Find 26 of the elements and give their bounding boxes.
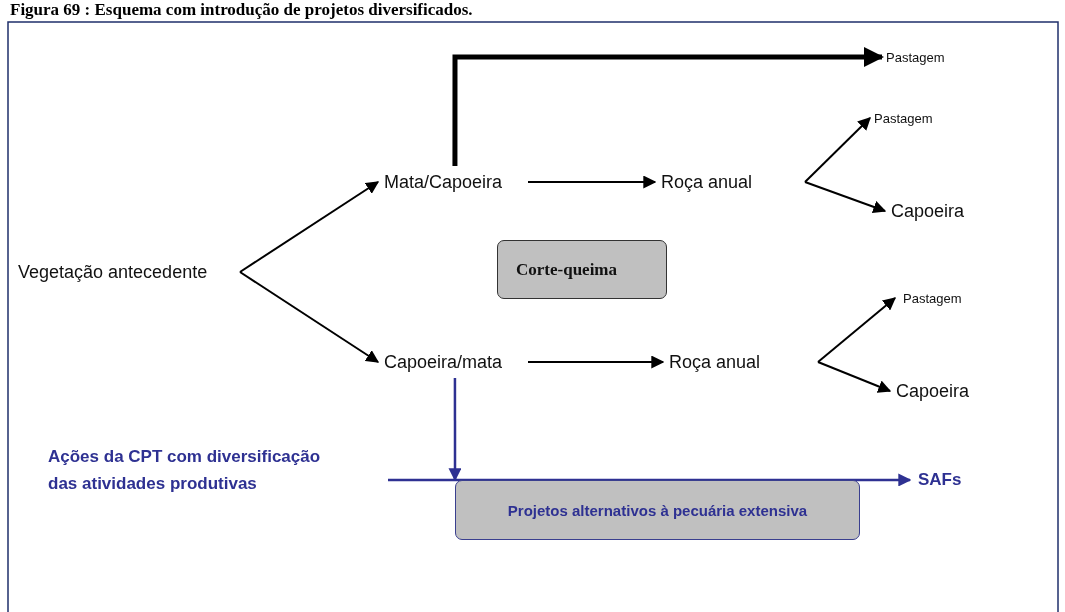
- arrow: [817, 361, 892, 393]
- node-text: Mata/Capoeira: [384, 171, 503, 193]
- arrow: [388, 473, 912, 487]
- node-text: Capoeira: [891, 200, 965, 222]
- node-text: Pastagem: [874, 110, 933, 126]
- node-text: Pastagem: [903, 290, 962, 306]
- node-text: Roça anual: [669, 351, 761, 373]
- node-text: Vegetação antecedente: [18, 261, 208, 283]
- arrow: [804, 117, 871, 183]
- arrow: [448, 378, 462, 482]
- node-text: SAFs: [918, 470, 962, 490]
- node-text: Pastagem: [886, 49, 945, 65]
- arrow: [239, 271, 380, 363]
- annotation-text: Ações da CPT com diversificação das atividades produtivas: [48, 445, 322, 495]
- arrow: [817, 297, 896, 363]
- process-box: Projetos alternativos à pecuária extensiva: [455, 480, 860, 540]
- node-text: Capoeira: [896, 380, 970, 402]
- arrow: [239, 181, 380, 273]
- arrow: [804, 181, 887, 214]
- node-text: Roça anual: [661, 171, 753, 193]
- figure-title: Figura 69 : Esquema com introdução de projetos diversificados.: [10, 0, 473, 20]
- arrow: [527, 175, 657, 189]
- arrow: [527, 355, 665, 369]
- node-text: Capoeira/mata: [384, 351, 503, 373]
- process-box: Corte-queima: [497, 240, 667, 299]
- arrow: [452, 47, 884, 166]
